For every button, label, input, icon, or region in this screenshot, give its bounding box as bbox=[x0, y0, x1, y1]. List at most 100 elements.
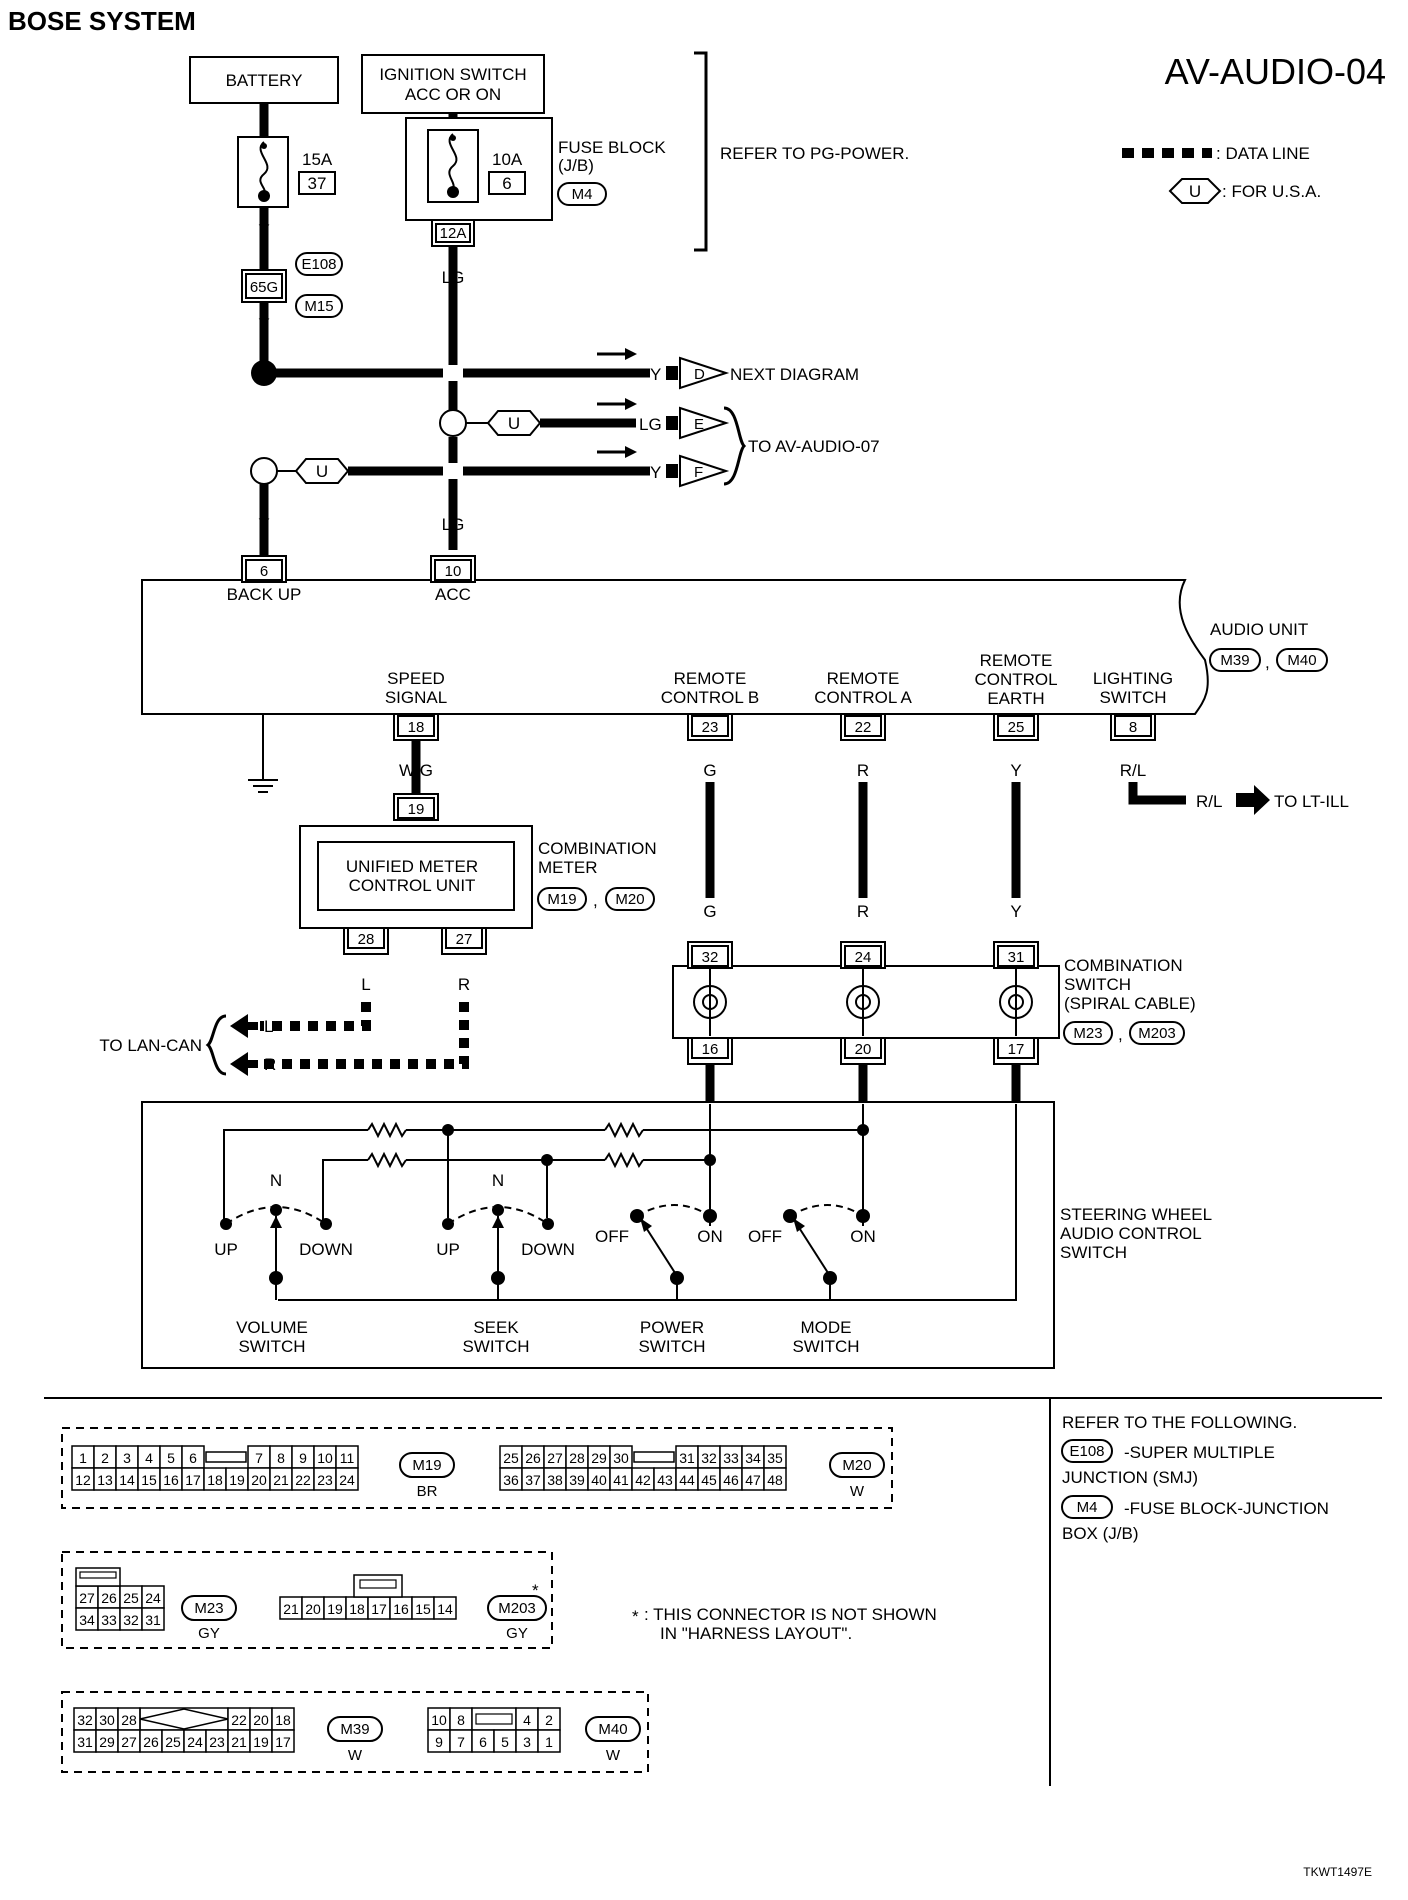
note-star: * bbox=[632, 1607, 639, 1626]
wire-y-out-f: Y bbox=[650, 463, 661, 482]
connector-pin bbox=[141, 1607, 165, 1631]
pin-number: 16 bbox=[393, 1601, 409, 1617]
audio-terminal-18: 18 bbox=[393, 713, 439, 741]
terminal-18: 18 bbox=[408, 719, 425, 736]
terminal-10: 10 bbox=[445, 563, 462, 580]
connector-key bbox=[359, 1579, 397, 1589]
pin-number: 21 bbox=[283, 1601, 299, 1617]
pin-number: 12 bbox=[75, 1472, 91, 1488]
m19-color: BR bbox=[417, 1483, 438, 1500]
terminal-25: 25 bbox=[1008, 719, 1025, 736]
terminal-27: 27 bbox=[456, 931, 473, 948]
pin-number: 31 bbox=[145, 1612, 161, 1628]
meter-inner-label-2: CONTROL UNIT bbox=[349, 876, 476, 895]
terminal-8: 8 bbox=[1129, 719, 1137, 736]
battery-box: BATTERY bbox=[189, 56, 339, 104]
pin-number: 25 bbox=[165, 1734, 181, 1750]
connector-frame-1 bbox=[61, 1427, 893, 1509]
wire-y-3: Y bbox=[258, 515, 269, 534]
connector-f-label: F bbox=[694, 464, 703, 481]
audio-terminal-25: 25 bbox=[993, 713, 1039, 741]
arrow-left-icon bbox=[230, 1052, 258, 1076]
wire-g-2: G bbox=[703, 902, 716, 921]
pin-number: 1 bbox=[545, 1734, 553, 1750]
backup-label: BACK UP bbox=[227, 585, 302, 604]
wire-l: L bbox=[361, 975, 370, 994]
terminal-31: 31 bbox=[1008, 949, 1025, 966]
pin-number: 31 bbox=[679, 1450, 695, 1466]
pin-number: 17 bbox=[185, 1472, 201, 1488]
audio-unit-conn-2: M40 bbox=[1287, 652, 1316, 669]
meter-conn-2: M20 bbox=[615, 891, 644, 908]
seek-switch-label: SEEK bbox=[473, 1318, 519, 1337]
m39-color: W bbox=[348, 1747, 363, 1764]
pin-number: 45 bbox=[701, 1472, 717, 1488]
figure-id: TKWT1497E bbox=[1303, 1865, 1372, 1879]
rce-label-2: CONTROL bbox=[974, 670, 1057, 689]
rcb-label-2: CONTROL B bbox=[661, 688, 760, 707]
pin-number: 7 bbox=[457, 1734, 465, 1750]
pin-number: 35 bbox=[767, 1450, 783, 1466]
pin-number: 22 bbox=[231, 1712, 247, 1728]
refer-e108: E108 bbox=[1069, 1443, 1104, 1460]
audio-unit-box bbox=[141, 579, 1209, 715]
pin-number: 33 bbox=[723, 1450, 739, 1466]
ignition-switch-box: IGNITION SWITCH ACC OR ON bbox=[361, 54, 545, 114]
meter-label: COMBINATION bbox=[538, 839, 657, 858]
to-lt-ill: TO LT-ILL bbox=[1274, 792, 1349, 811]
refer-m4-text: -FUSE BLOCK-JUNCTION bbox=[1124, 1499, 1329, 1518]
connector-pin bbox=[763, 1467, 787, 1491]
pin-number: 9 bbox=[299, 1450, 307, 1466]
pin-number: 5 bbox=[501, 1734, 509, 1750]
wire-rl-1: R/L bbox=[1120, 761, 1146, 780]
rcb-label: REMOTE bbox=[674, 669, 747, 688]
connector-d bbox=[679, 356, 730, 390]
pin-number: 23 bbox=[209, 1734, 225, 1750]
m23-color: GY bbox=[198, 1625, 220, 1642]
connector-f bbox=[679, 454, 730, 488]
pin-number: 10 bbox=[317, 1450, 333, 1466]
pin-number: 3 bbox=[123, 1450, 131, 1466]
comma: , bbox=[1118, 1025, 1123, 1044]
audio-unit-label: AUDIO UNIT bbox=[1210, 620, 1308, 639]
volume-n: N bbox=[270, 1171, 282, 1190]
pin-number: 25 bbox=[123, 1590, 139, 1606]
pin-number: 41 bbox=[613, 1472, 629, 1488]
meter-terminal-27: 27 bbox=[441, 927, 487, 955]
audio-unit-conn-1: M39 bbox=[1220, 652, 1249, 669]
pin-number: 6 bbox=[189, 1450, 197, 1466]
pin-number: 5 bbox=[167, 1450, 175, 1466]
m203-color: GY bbox=[506, 1625, 528, 1642]
mode-off: OFF bbox=[748, 1227, 782, 1246]
splice-lg bbox=[439, 409, 467, 437]
pin-number: 15 bbox=[415, 1601, 431, 1617]
pin-number: 32 bbox=[77, 1712, 93, 1728]
rce-label-3: EARTH bbox=[987, 689, 1044, 708]
pin-number: 14 bbox=[119, 1472, 135, 1488]
pin-number: 17 bbox=[371, 1601, 387, 1617]
pin-number: 26 bbox=[143, 1734, 159, 1750]
fuse-15a-amp: 15A bbox=[302, 150, 333, 169]
power-off: OFF bbox=[595, 1227, 629, 1246]
lighting-label-2: SWITCH bbox=[1099, 688, 1166, 707]
pin-number: 24 bbox=[145, 1590, 161, 1606]
pin-number: 48 bbox=[767, 1472, 783, 1488]
pin-number: 46 bbox=[723, 1472, 739, 1488]
connector-key bbox=[475, 1713, 513, 1725]
pin-number: 37 bbox=[525, 1472, 541, 1488]
combo-switch-label-3: (SPIRAL CABLE) bbox=[1064, 994, 1196, 1013]
refer-e108-text: -SUPER MULTIPLE bbox=[1124, 1443, 1275, 1462]
refer-e108-text-2: JUNCTION (SMJ) bbox=[1062, 1468, 1198, 1487]
to-av-audio-07: TO AV-AUDIO-07 bbox=[748, 437, 880, 456]
wire-lg-1: LG bbox=[442, 268, 465, 287]
pin-number: 40 bbox=[591, 1472, 607, 1488]
wire-r-1: R bbox=[857, 761, 869, 780]
pin-number: 43 bbox=[657, 1472, 673, 1488]
m40-color: W bbox=[606, 1747, 621, 1764]
terminal-19: 19 bbox=[408, 801, 425, 818]
pin-number: 20 bbox=[253, 1712, 269, 1728]
